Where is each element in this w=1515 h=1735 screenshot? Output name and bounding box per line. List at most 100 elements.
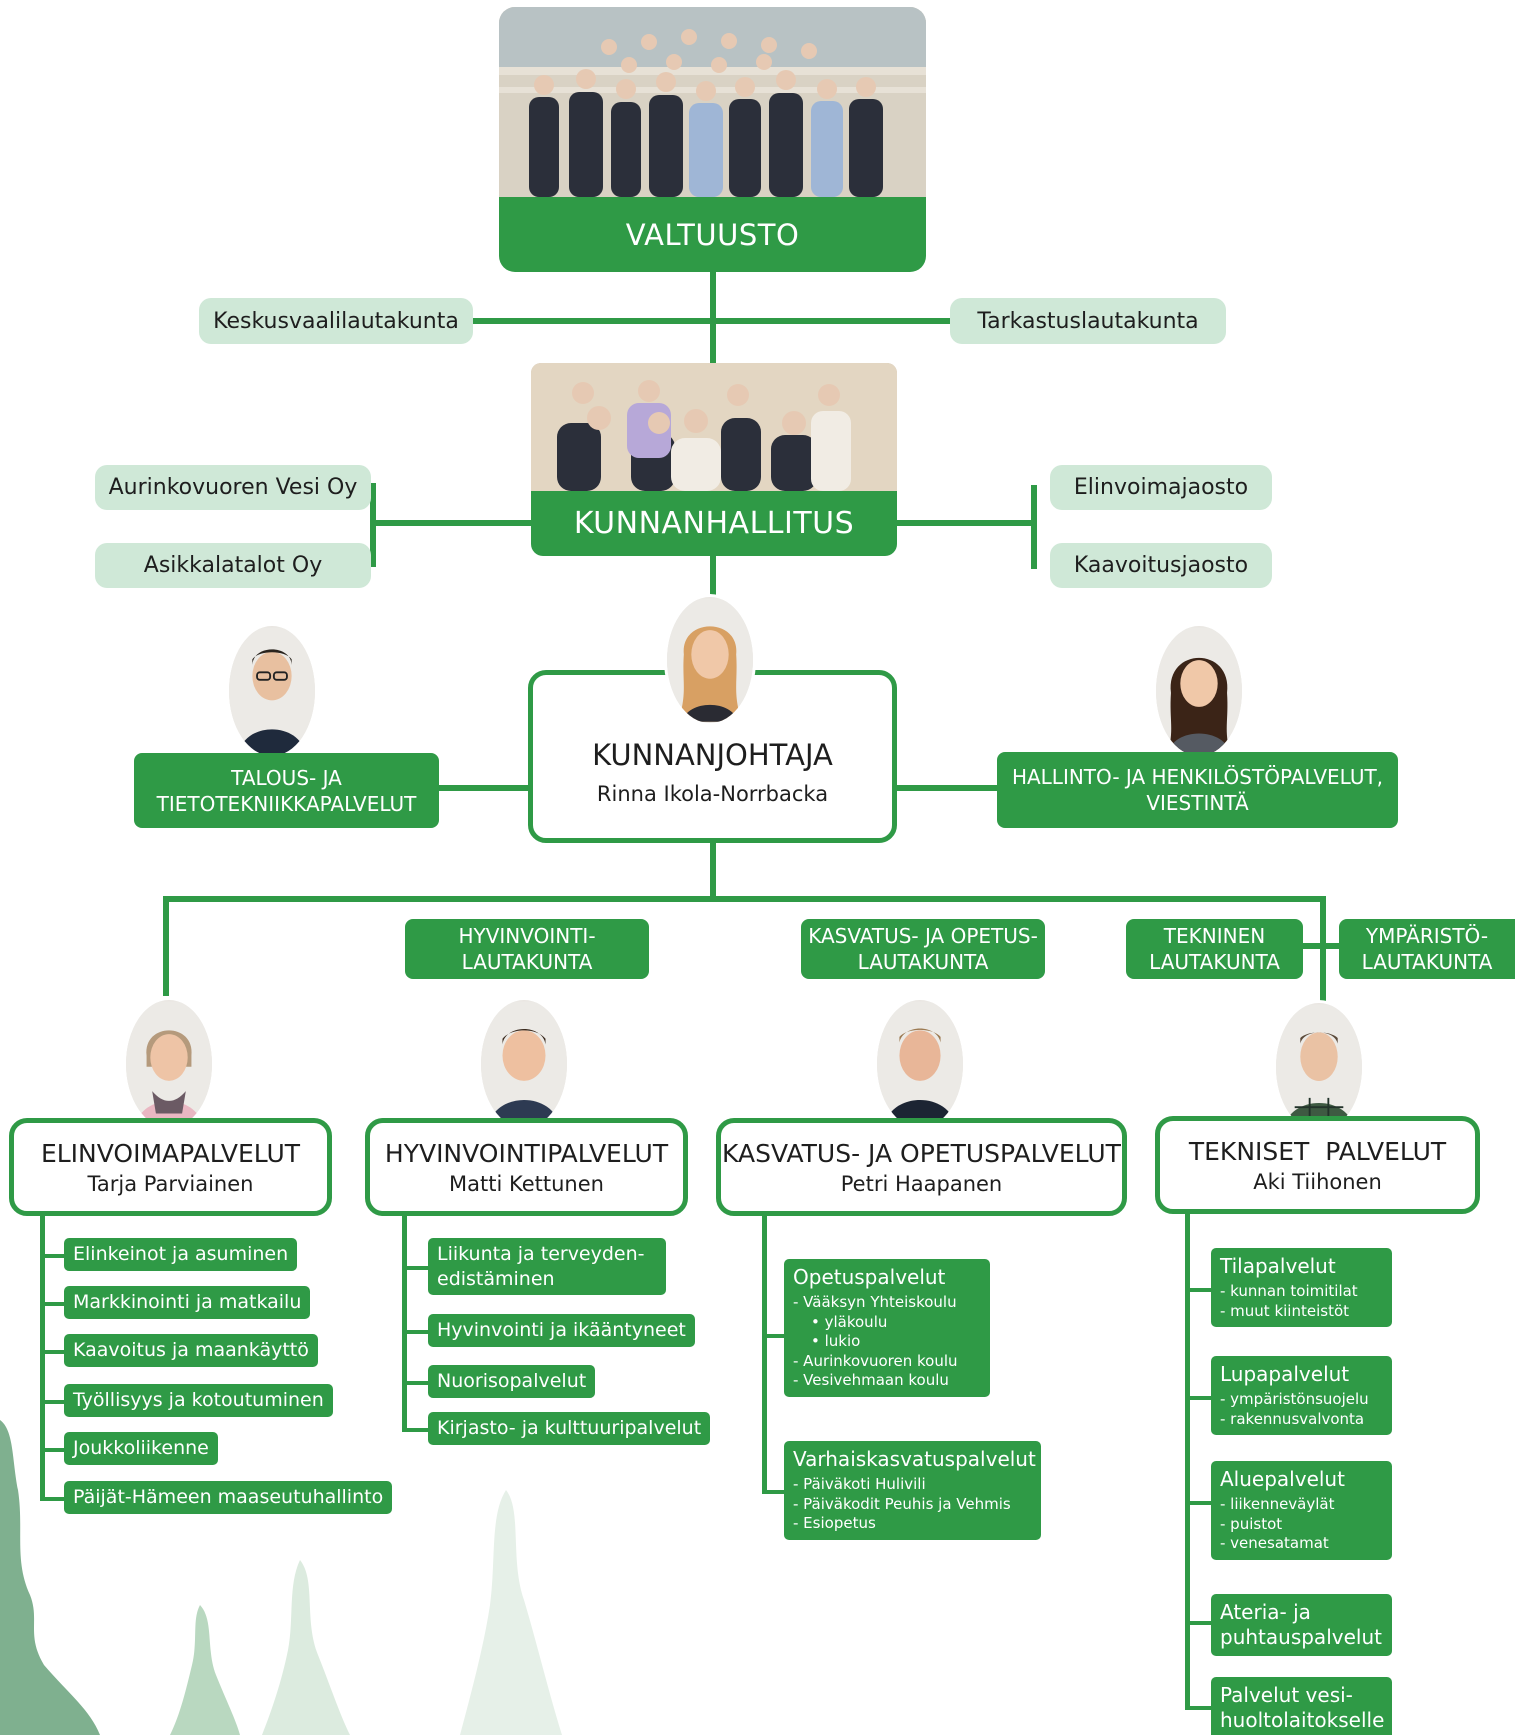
board-line: KASVATUS- JA OPETUS-: [808, 924, 1038, 948]
valtuusto-label: VALTUUSTO: [499, 197, 926, 272]
unit-item: - Vääksyn Yhteiskoulu: [793, 1293, 957, 1311]
unit-maaseutuhallinto: Päijät-Hämeen maaseutuhallinto: [64, 1481, 393, 1514]
unit-item: - Esiopetus: [793, 1514, 876, 1532]
tick: [1185, 1288, 1211, 1292]
unit-title: Aluepalvelut: [1220, 1467, 1345, 1491]
section-kaavoitusjaosto: Kaavoitusjaosto: [1050, 543, 1272, 588]
unit-item: - puistot: [1220, 1514, 1283, 1533]
division-head: Tarja Parviainen: [87, 1171, 254, 1196]
board-ymparistolautakunta: YMPÄRISTÖ-LAUTAKUNTA: [1339, 919, 1515, 979]
tick: [762, 1490, 784, 1494]
elinvoima-head-portrait: [123, 997, 215, 1131]
unit-opetuspalvelut: Opetuspalvelut - Vääksyn Yhteiskoulu • y…: [784, 1259, 990, 1397]
section-elinvoimajaosto: Elinvoimajaosto: [1050, 465, 1272, 510]
kunnanjohtaja-title: KUNNANJOHTAJA: [592, 737, 833, 772]
unit-line: Palvelut vesi-: [1220, 1683, 1353, 1707]
unit-item: - venesatamat: [1220, 1534, 1329, 1552]
connector-divisions-h: [163, 896, 1326, 902]
unit-palvelut-vesihuoltolaitokselle: Palvelut vesi-huoltolaitokselle: [1211, 1677, 1392, 1735]
unit-tilapalvelut: Tilapalvelut - kunnan toimitilat - muut …: [1211, 1248, 1392, 1327]
connector-staff-right: [895, 785, 997, 791]
unit-nuorisopalvelut: Nuorisopalvelut: [428, 1365, 596, 1398]
board-kasvatus-opetuslautakunta: KASVATUS- JA OPETUS-LAUTAKUNTA: [801, 919, 1045, 979]
unit-item: - muut kiinteistöt: [1220, 1301, 1350, 1320]
unit-title: Lupapalvelut: [1220, 1362, 1350, 1386]
board-line: LAUTAKUNTA: [1149, 950, 1280, 974]
division-kasvatus-opetuspalvelut: KASVATUS- JA OPETUSPALVELUT Petri Haapan…: [716, 1118, 1127, 1216]
division-title: ELINVOIMAPALVELUT: [40, 1138, 301, 1168]
division-head: Matti Kettunen: [449, 1171, 604, 1196]
division-title: TEKNISET PALVELUT: [1188, 1136, 1447, 1166]
unit-title: Opetuspalvelut: [793, 1265, 946, 1289]
board-line: TEKNINEN: [1163, 924, 1266, 948]
tree-line-kasvatus: [762, 1215, 767, 1494]
company-asikkalatalot: Asikkalatalot Oy: [95, 543, 371, 588]
unit-tyollisyys-kotoutuminen: Työllisyys ja kotoutuminen: [64, 1384, 333, 1417]
tree-line-hyvinvointi: [402, 1215, 407, 1431]
board-hyvinvointilautakunta: HYVINVOINTI-LAUTAKUNTA: [405, 919, 649, 979]
tick: [1185, 1501, 1211, 1505]
unit-item: • yläkoulu: [811, 1312, 888, 1331]
kunnanjohtaja-portrait: [664, 594, 756, 726]
tick: [402, 1330, 428, 1334]
kunnanhallitus-label: KUNNANHALLITUS: [531, 491, 897, 556]
staff-right-line2: VIESTINTÄ: [1146, 791, 1249, 815]
unit-elinkeinot-asuminen: Elinkeinot ja asuminen: [64, 1238, 298, 1271]
connector-staff-left: [438, 785, 530, 791]
unit-markkinointi-matkailu: Markkinointi ja matkailu: [64, 1286, 311, 1319]
unit-item: - Vesivehmaan koulu: [793, 1371, 949, 1389]
decorative-trees: [0, 1420, 562, 1735]
unit-line: Ateria- ja: [1220, 1600, 1311, 1624]
hyvinvointi-head-portrait: [478, 997, 570, 1131]
unit-item: - kunnan toimitilat: [1220, 1282, 1358, 1300]
unit-varhaiskasvatuspalvelut: Varhaiskasvatuspalvelut - Päiväkoti Huli…: [784, 1441, 1041, 1540]
staff-left-line1: TALOUS- JA: [231, 765, 342, 790]
board-line: LAUTAKUNTA: [857, 950, 989, 974]
unit-line: huoltolaitokselle: [1220, 1708, 1385, 1732]
tick: [762, 1334, 784, 1338]
division-hyvinvointipalvelut: HYVINVOINTIPALVELUT Matti Kettunen: [365, 1118, 688, 1216]
kasvatus-head-portrait: [874, 997, 966, 1131]
valtuusto-group-photo: [499, 7, 926, 197]
connector-sections-v: [1031, 485, 1037, 569]
connector-elinvoima: [163, 896, 169, 996]
tree-line-elinvoima: [40, 1215, 45, 1501]
tick: [40, 1400, 64, 1404]
tick: [1185, 1621, 1211, 1625]
hallinto-head-portrait: [1153, 623, 1245, 759]
kunnanhallitus-group-photo: [531, 363, 897, 491]
division-tekniset-palvelut: TEKNISET PALVELUT Aki Tiihonen: [1155, 1116, 1480, 1214]
unit-item: - liikenneväylät: [1220, 1495, 1335, 1513]
connector-side-committees: [470, 318, 955, 324]
connector-kh-kj: [710, 555, 716, 595]
unit-item: - Päiväkodit Peuhis ja Vehmis: [793, 1494, 1011, 1513]
connector-boards-tekn-ymp: [1302, 943, 1340, 949]
tick: [1185, 1706, 1211, 1710]
board-line: YMPÄRISTÖ-: [1365, 924, 1489, 948]
division-head: Aki Tiihonen: [1253, 1169, 1382, 1194]
tick: [40, 1254, 64, 1258]
tekninen-head-portrait: [1273, 1000, 1365, 1134]
unit-kaavoitus-maankaytto: Kaavoitus ja maankäyttö: [64, 1334, 318, 1367]
connector-kj-divisions: [710, 840, 716, 900]
company-aurinkovuoren-vesi: Aurinkovuoren Vesi Oy: [95, 465, 371, 510]
staff-left-line2: TIETOTEKNIIKKAPALVELUT: [156, 791, 417, 816]
hallinto-henkilostopalvelut-viestinta: HALLINTO- JA HENKILÖSTÖPALVELUT,VIESTINT…: [997, 752, 1398, 828]
connector-sections-h: [893, 520, 1037, 526]
staff-right-line1: HALLINTO- JA HENKILÖSTÖPALVELUT,: [1011, 765, 1384, 789]
connector-companies-h: [370, 520, 532, 526]
tick: [402, 1428, 428, 1432]
unit-aluepalvelut: Aluepalvelut - liikenneväylät - puistot …: [1211, 1461, 1392, 1560]
tick: [402, 1381, 428, 1385]
unit-line: edistäminen: [437, 1267, 555, 1290]
kunnanjohtaja-name: Rinna Ikola-Norrbacka: [596, 781, 829, 806]
talous-head-portrait: [226, 623, 318, 759]
division-title: HYVINVOINTIPALVELUT: [384, 1138, 669, 1168]
board-line: LAUTAKUNTA: [461, 950, 593, 974]
unit-item: - ympäristönsuojelu: [1220, 1390, 1369, 1408]
board-line: LAUTAKUNTA: [1361, 950, 1493, 974]
unit-line: Liikunta ja terveyden-: [437, 1243, 645, 1265]
unit-title: Tilapalvelut: [1220, 1254, 1336, 1278]
